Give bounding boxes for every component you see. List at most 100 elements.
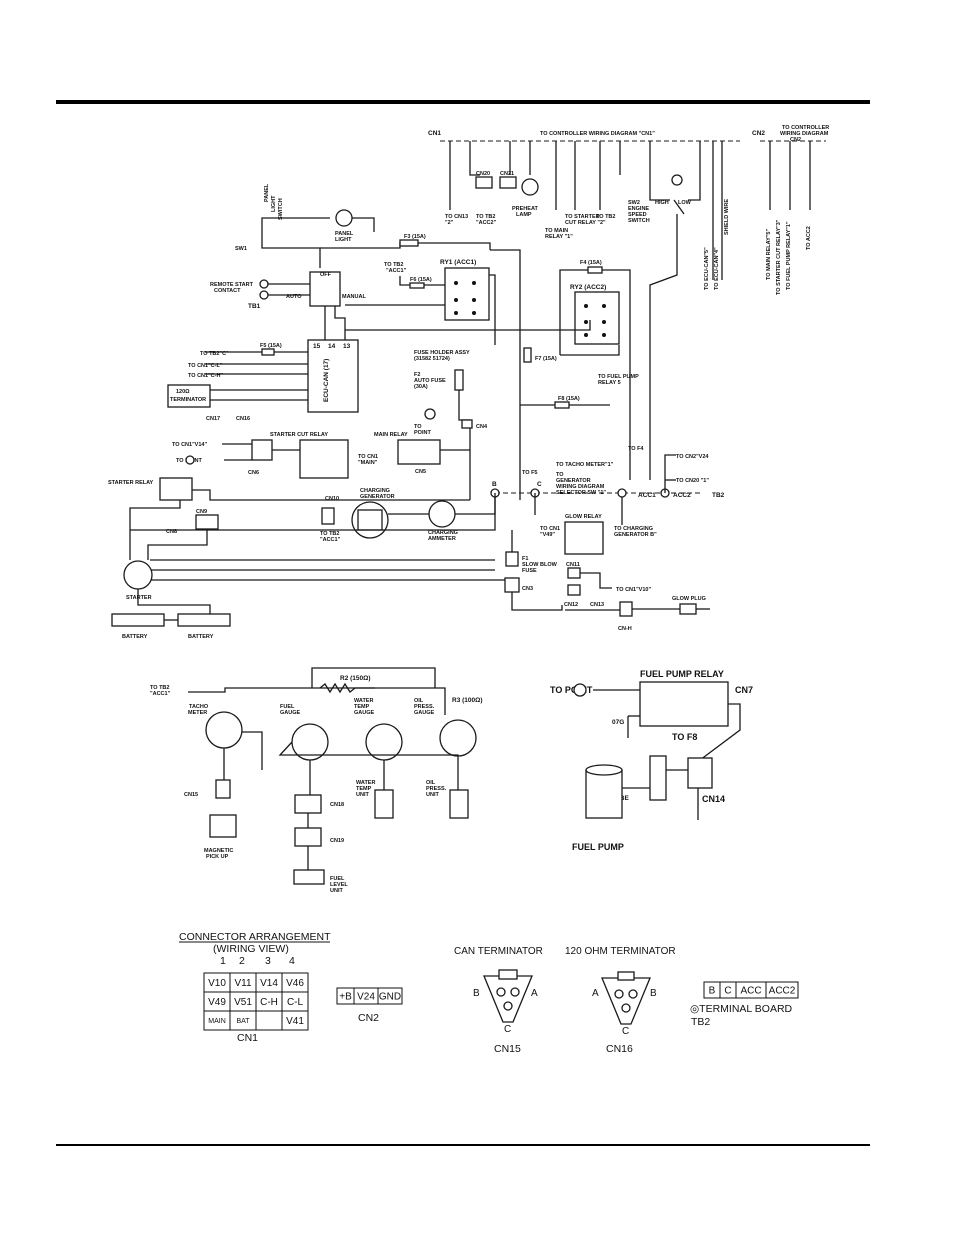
cn5-label: CN5 — [415, 469, 426, 475]
to-f5-label: TO F5 — [522, 470, 538, 476]
to-tb2-acc2-label-2: "ACC2" — [476, 220, 497, 226]
cn13-label: CN13 — [590, 602, 604, 608]
cn1-cell — [281, 1010, 309, 1031]
sw2-label-3: SPEED — [628, 212, 647, 218]
fuel-gauge-label-2: GAUGE — [280, 710, 301, 716]
glow-relay-label: GLOW RELAY — [565, 514, 602, 520]
tb2-acc2-label: ACC2 — [673, 492, 691, 499]
to-gen-selector-label-2: GENERATOR — [556, 478, 591, 484]
cn2-header-label: CN2 — [752, 130, 765, 137]
magnetic-pickup-label-1: MAGNETIC — [204, 848, 233, 854]
main-relay-label: MAIN RELAY — [374, 432, 408, 438]
cn1-cell-text: V51 — [234, 997, 252, 1008]
panel-light-switch-label-1: PANEL — [264, 183, 270, 202]
terminator-120-label-1: 120Ω — [176, 389, 190, 395]
to-fuel-pump-relay-1-label: TO FUEL PUMP RELAY"1" — [786, 221, 792, 290]
high-label: HIGH — [655, 200, 669, 206]
cn15-pin-c: C — [504, 1024, 511, 1035]
fuel-level-label-2: LEVEL — [330, 882, 348, 888]
cn9-label: CN9 — [196, 509, 207, 515]
shield-wire-label: SHIELD WIRE — [724, 199, 730, 235]
cn7-label: CN7 — [735, 685, 753, 695]
f2-label-2: AUTO FUSE — [414, 378, 446, 384]
to-f4-label: TO F4 — [628, 446, 644, 452]
water-temp-unit-label-3: UNIT — [356, 792, 369, 798]
ecu-can-label: ECU-CAN (17) — [323, 359, 330, 402]
fuel-pump-schematic: FUEL PUMP RELAY TO POINT CN7 07G TO F8 C… — [550, 669, 753, 852]
to-fuel-pump-relay-5-label-1: TO FUEL PUMP — [598, 374, 639, 380]
fuel-level-label-3: UNIT — [330, 888, 343, 894]
to-tb2-acc2-label-1: TO TB2 — [476, 214, 495, 220]
f4-label: F4 (15A) — [580, 260, 602, 266]
to-cn1-v10-label: TO CN1"V10" — [616, 587, 651, 593]
fp-to-point-label: TO POINT — [550, 685, 593, 695]
to-cn1-v49-label-1: TO CN1 — [540, 526, 560, 532]
to-gen-selector-label-1: TO — [556, 472, 564, 478]
f2-label-3: (30A) — [414, 384, 428, 390]
to-fuel-pump-relay-5-label-2: RELAY 5 — [598, 380, 621, 386]
starter-label: STARTER — [126, 595, 152, 601]
to-ecu-can-5-label: TO ECU-CAN"5" — [704, 247, 710, 290]
cn15-pin-a: A — [531, 988, 538, 999]
cn2-cell-text: GND — [379, 992, 401, 1003]
gauge-schematic: TO TB2 "ACC1" R2 (150Ω) R3 (100Ω) TACHO … — [150, 667, 483, 894]
bottom-rule — [56, 1144, 870, 1146]
to-starter-cut-relay-label-2: CUT RELAY "2" — [565, 220, 606, 226]
f3-label: F3 (15A) — [404, 234, 426, 240]
cn1-header-label: CN1 — [428, 130, 441, 137]
fuse-holder-label-2: (31582 51724) — [414, 356, 450, 362]
sw1-label: SW1 — [235, 246, 247, 252]
f8-label: F8 (15A) — [558, 396, 580, 402]
to-cn1-main-label-1: TO CN1 — [358, 454, 378, 460]
to-starter-cut-relay-3-label: TO STARTER CUT RELAY"3" — [776, 219, 782, 295]
panel-light-switch-label-3: SWITCH — [278, 198, 284, 220]
cn2-cell-text: +B — [339, 992, 352, 1003]
to-acc2-label: TO ACC2 — [806, 226, 812, 250]
to-cn1-ch-label: TO CN1"C-H" — [188, 373, 223, 379]
off-label: OFF — [320, 272, 332, 278]
cn2-cell — [377, 987, 403, 1005]
cn18-label: CN18 — [330, 802, 344, 808]
to-tb2-acc1-label-1: TO TB2 — [384, 262, 403, 268]
oil-press-gauge-label-1: OIL — [414, 698, 424, 704]
terminal-board-tb2-label: TB2 — [691, 1016, 710, 1028]
sw2-label-4: SWITCH — [628, 218, 650, 224]
cn4-label: CN4 — [476, 424, 488, 430]
cn1-cell-text: C-H — [260, 997, 278, 1008]
charging-gen-label-2: GENERATOR — [360, 494, 395, 500]
to-ecu-can-4-label: TO ECU-CAN"4" — [714, 247, 720, 290]
cn1-cell-text: MAIN — [208, 1018, 226, 1025]
low-label: LOW — [678, 200, 692, 206]
charging-gen-label-1: CHARGING — [360, 488, 390, 494]
connector-arrangement: CONNECTOR ARRANGEMENT (WIRING VIEW) 1 2 … — [179, 931, 403, 1044]
to-starter-cut-relay-label-1: TO STARTER — [565, 214, 600, 220]
cn3-label: CN3 — [522, 586, 533, 592]
cn1-cell-text: V11 — [234, 978, 251, 989]
tb2-cell — [765, 981, 799, 999]
tb1-label: TB1 — [248, 303, 261, 310]
tacho-meter-label-1: TACHO — [189, 704, 209, 710]
to-f8-label: TO F8 — [672, 732, 697, 742]
charging-ammeter-label-1: CHARGING — [428, 530, 458, 536]
cn2-label: CN2 — [358, 1012, 379, 1024]
cn16-label: CN16 — [236, 416, 250, 422]
cn1-cell-text: V10 — [208, 978, 226, 989]
ry2-label: RY2 (ACC2) — [570, 284, 606, 291]
sw2-label-2: ENGINE — [628, 206, 649, 212]
cn10-label: CN10 — [325, 496, 339, 502]
cn16-label: CN16 — [606, 1043, 633, 1055]
top-rule — [56, 100, 870, 104]
to-cn13-label-2: "2" — [445, 220, 454, 226]
to-cn1-v49-label-2: "V49" — [540, 532, 555, 538]
tb2-cell-text: ACC — [740, 986, 761, 997]
to-tb2-acc1-label-2: "ACC1" — [386, 268, 407, 274]
r2-label: R2 (150Ω) — [340, 675, 371, 682]
gauge-to-tb2-label-2: "ACC1" — [150, 691, 171, 697]
controller-cn1-label: TO CONTROLLER WIRING DIAGRAM "CN1" — [540, 131, 655, 137]
controller-cn2-label-2: WIRING DIAGRAM — [780, 131, 829, 137]
oil-press-gauge-label-3: GAUGE — [414, 710, 435, 716]
to-tb2-label: TO TB2 — [596, 214, 615, 220]
terminators: CAN TERMINATOR 120 OHM TERMINATOR B A C … — [454, 946, 676, 1055]
